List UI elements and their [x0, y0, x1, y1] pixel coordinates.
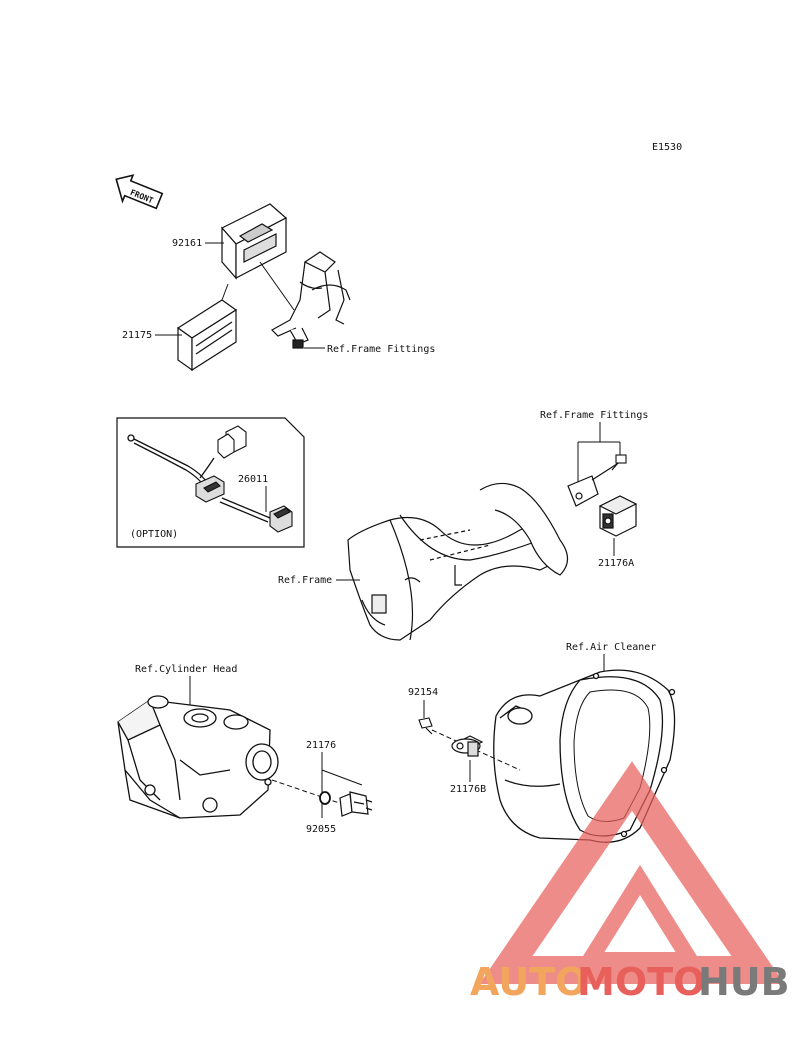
sensor-bracket [567, 461, 621, 507]
bolt-92154-icon [418, 717, 433, 735]
ref-frame: Ref.Frame [278, 575, 332, 586]
bolt-icon [611, 454, 627, 471]
part-label-92055: 92055 [306, 824, 336, 835]
svg-text:MOTO: MOTO [577, 960, 705, 1004]
watermark-text: AUTO MOTO HUB [470, 960, 790, 1004]
part-label-92161: 92161 [172, 238, 202, 249]
svg-text:AUTO: AUTO [470, 960, 587, 1004]
sensor-21176B [451, 735, 484, 757]
option-label: (OPTION) [130, 529, 178, 540]
ref-air-cleaner: Ref.Air Cleaner [566, 642, 656, 653]
sensor-21176A [598, 495, 638, 537]
sensor-axis-dash [271, 779, 349, 807]
ecu-to-bracket-line [259, 261, 295, 311]
frame-fittings-bracket [271, 251, 351, 349]
ref-frame-fittings-2: Ref.Frame Fittings [540, 410, 648, 421]
leader-frame-fittings-2 [577, 422, 621, 482]
part-label-21176A: 21176A [598, 558, 634, 569]
part-label-21176B: 21176B [450, 784, 486, 795]
ecu-21175 [176, 299, 238, 372]
option-box: (OPTION) 26011 [116, 417, 305, 548]
ecu-leader-dash [221, 283, 229, 301]
svg-text:HUB: HUB [698, 960, 790, 1004]
ref-cylinder-head: Ref.Cylinder Head [135, 664, 237, 675]
part-label-21176: 21176 [306, 740, 336, 751]
watermark-logo-icon [479, 761, 785, 984]
ref-frame-fittings-1: Ref.Frame Fittings [327, 344, 435, 355]
o-ring-92055 [319, 791, 331, 805]
part-label-92154: 92154 [408, 687, 438, 698]
part-label-21175: 21175 [122, 330, 152, 341]
diagram-code: E1530 [652, 142, 682, 153]
cylinder-head [117, 695, 279, 819]
temp-sensor-21176 [339, 791, 373, 817]
part-label-26011: 26011 [238, 474, 268, 485]
front-arrow-icon: FRONT [115, 174, 164, 210]
frame-assembly [347, 482, 569, 641]
ecu-bracket-92161 [221, 203, 288, 280]
